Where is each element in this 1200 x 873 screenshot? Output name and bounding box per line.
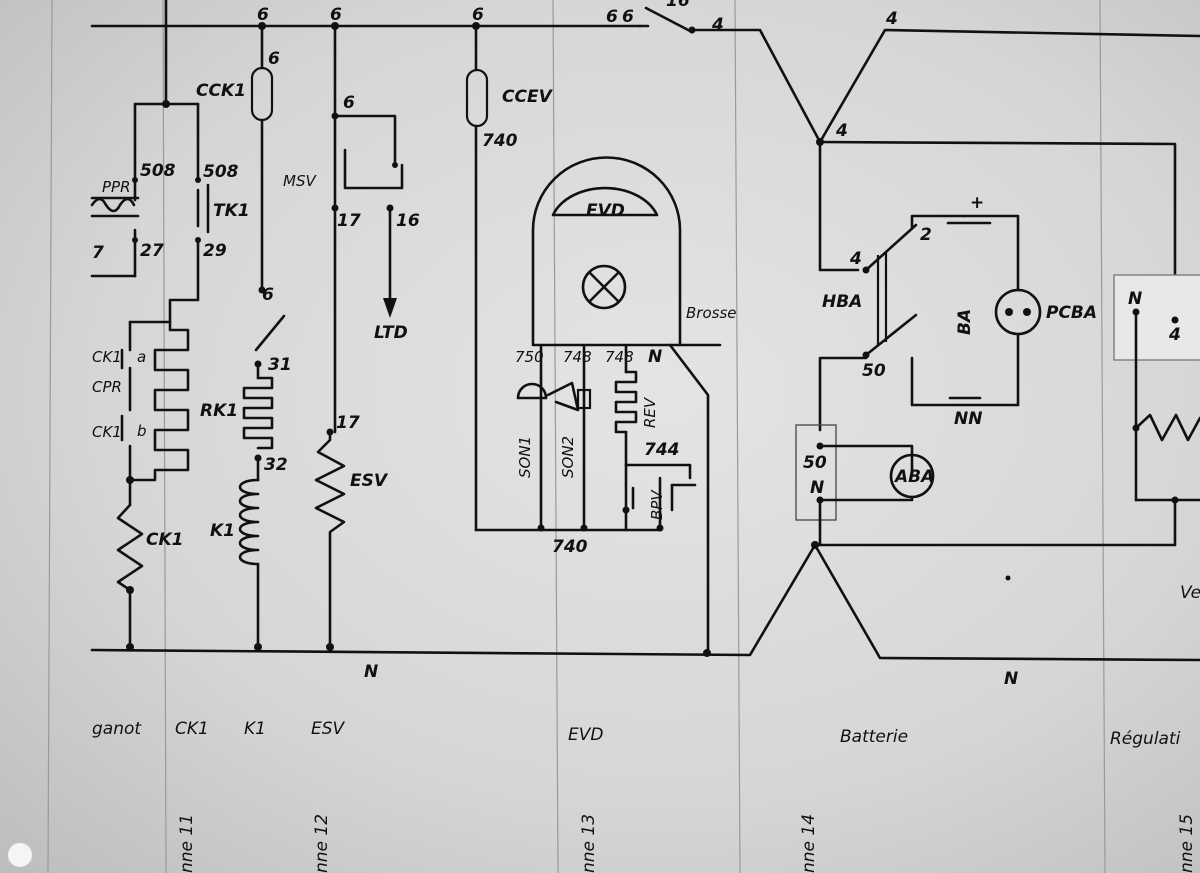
- captions: ganot CK1 K1 ESV EVD Batterie Régulati: [92, 719, 1181, 749]
- pcba-label: PCBA: [1046, 303, 1097, 323]
- wire-label-nn: NN: [954, 409, 982, 429]
- wire-label-4: 4: [835, 121, 848, 141]
- wire-label-6: 6: [268, 49, 280, 69]
- ck1b-label: CK1: [92, 423, 122, 441]
- paper-folds: [47, 0, 1106, 873]
- ck1-label: CK1: [146, 530, 183, 550]
- wire-label-n: N: [810, 478, 824, 498]
- caption-esv: ESV: [311, 719, 346, 739]
- wire-label-50: 50: [803, 453, 827, 473]
- ltd-label: LTD: [374, 323, 408, 343]
- caption-k1: K1: [244, 719, 266, 739]
- cck1-label: CCK1: [196, 81, 246, 101]
- evd-circuit: [465, 22, 722, 657]
- column-11-label: nne 11: [177, 814, 197, 873]
- wire-labels: 6 6 6 6 6 6 6 6 16 4 4 4 4 4 508 508 27 …: [92, 0, 1181, 689]
- column-12-label: nne 12: [312, 814, 332, 873]
- caption-ganot: ganot: [92, 719, 142, 739]
- wire-label-n: N: [1004, 669, 1018, 689]
- wire-label-6: 6: [343, 93, 355, 113]
- wire-label-6: 6: [257, 5, 269, 25]
- rev-label: REV: [641, 396, 659, 428]
- wire-label-748: 748: [563, 348, 592, 366]
- cpr-label: CPR: [92, 378, 122, 396]
- wire-label-2: 2: [920, 225, 932, 245]
- wire-label-4: 4: [885, 9, 898, 29]
- wire-label-740: 740: [482, 131, 518, 151]
- switch-16: [638, 6, 696, 34]
- wire-label-6: 6: [330, 5, 342, 25]
- wire-label-n: N: [648, 347, 662, 367]
- ppr-label: PPR: [102, 178, 131, 196]
- k1-circuit: [238, 22, 286, 652]
- wire-label-750: 750: [515, 348, 544, 366]
- esv-label: ESV: [350, 471, 389, 491]
- ve-label: Ve: [1180, 583, 1200, 603]
- wire-label-31: 31: [268, 355, 292, 375]
- son1-label: SON1: [516, 436, 534, 478]
- ccev-label: CCEV: [502, 87, 554, 107]
- paper-hole: [8, 843, 32, 867]
- aba-label: ABA: [893, 467, 934, 487]
- ganot-circuit: [90, 0, 210, 652]
- wire-label-4: 4: [849, 249, 862, 269]
- evd-label: EVD: [586, 201, 625, 221]
- column-tags: nne 11 nne 12 nne 13 nne 14 nne 15: [177, 814, 1197, 873]
- wire-label-7: 7: [92, 243, 104, 263]
- esv-circuit: [314, 22, 404, 652]
- column-14-label: nne 14: [799, 814, 819, 873]
- wire-label-6: 6: [262, 285, 274, 305]
- regulation-circuit: [1113, 274, 1200, 504]
- wire-label-16: 16: [666, 0, 690, 11]
- wire-label-508: 508: [140, 161, 176, 181]
- tk1-label: TK1: [213, 201, 250, 221]
- wire-label-16: 16: [396, 211, 420, 231]
- caption-ck1: CK1: [175, 719, 209, 739]
- wire-label-29: 29: [203, 241, 227, 261]
- k1-label: K1: [210, 521, 235, 541]
- ck1a-label: CK1: [92, 348, 122, 366]
- son2-label: SON2: [559, 436, 577, 478]
- wire-label-50: 50: [862, 361, 886, 381]
- wire-label-4: 4: [1168, 325, 1181, 345]
- contact-a-label: a: [137, 348, 146, 366]
- wire-label-6: 6: [606, 7, 618, 27]
- wire-label-6: 6: [472, 5, 484, 25]
- wire-label-32: 32: [264, 455, 288, 475]
- wire-label-748: 748: [605, 348, 634, 366]
- wire-label-17: 17: [336, 413, 360, 433]
- bpv-label: BPV: [648, 489, 666, 520]
- wire-label-744: 744: [644, 440, 680, 460]
- wire-label-508: 508: [203, 162, 239, 182]
- wire-label-6: 6: [622, 7, 634, 27]
- column-13-label: nne 13: [579, 814, 599, 873]
- column-15-label: nne 15: [1177, 814, 1197, 873]
- wire-label-17: 17: [337, 211, 361, 231]
- rk1-label: RK1: [200, 401, 238, 421]
- wire-label-27: 27: [140, 241, 164, 261]
- wire-label-4: 4: [711, 15, 724, 35]
- wire-label-n: N: [1128, 289, 1142, 309]
- caption-batterie: Batterie: [840, 727, 908, 747]
- ba-label: BA: [955, 309, 975, 335]
- wire-label-plus: +: [970, 193, 984, 213]
- msv-label: MSV: [283, 172, 317, 190]
- brosse-label: Brosse: [686, 304, 737, 322]
- caption-evd: EVD: [568, 725, 603, 745]
- component-labels: CCK1 CCEV MSV LTD TK1 RK1 K1 ESV CK1 CK1…: [92, 81, 1200, 603]
- hba-label: HBA: [822, 292, 862, 312]
- battery-circuit: [795, 138, 1042, 581]
- wire-label-n: N: [364, 662, 378, 682]
- contact-b-label: b: [137, 422, 147, 440]
- caption-regulation: Régulati: [1110, 729, 1181, 749]
- wire-label-740: 740: [552, 537, 588, 557]
